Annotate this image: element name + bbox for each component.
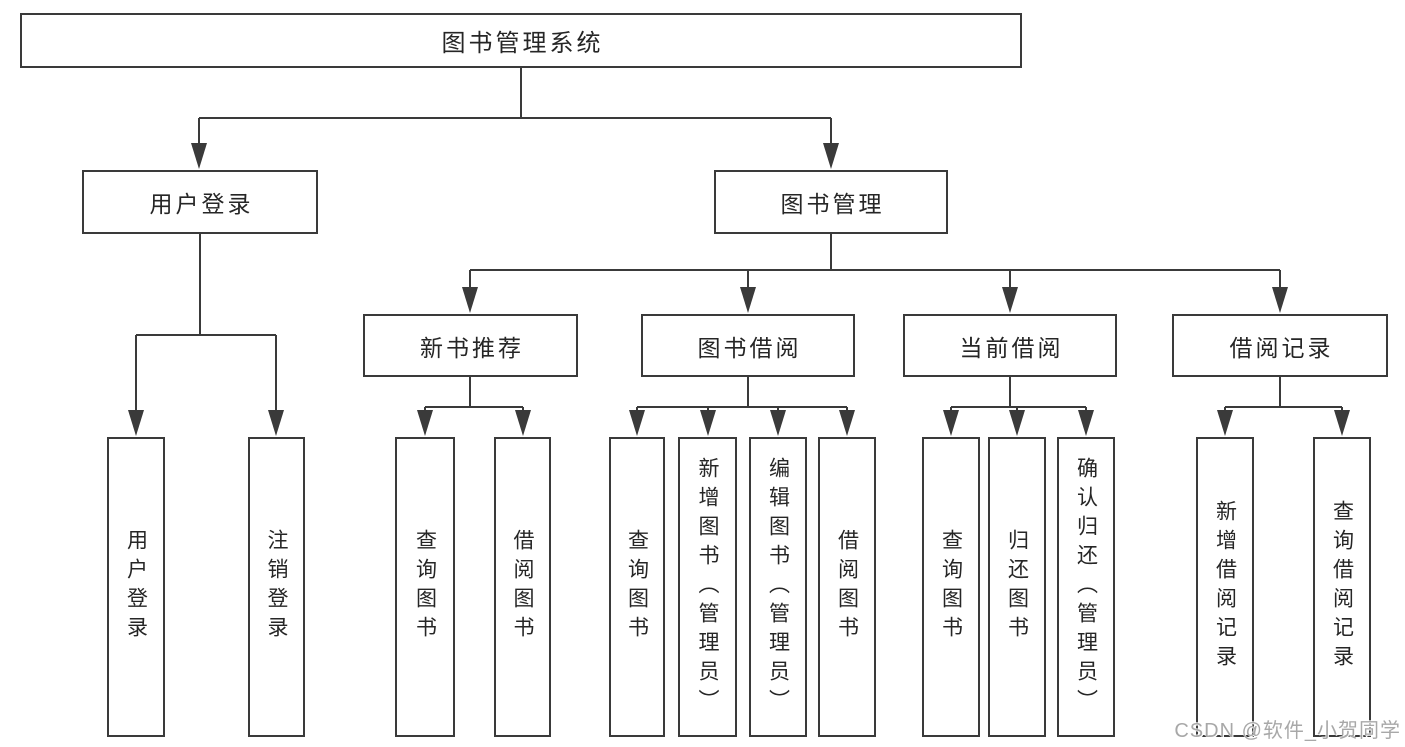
connector-book-borrow	[636, 377, 848, 414]
leaf-add-borrow-record: 新增借阅记录	[1196, 437, 1254, 737]
arrowhead	[268, 410, 284, 436]
leaf-label: 编辑图书（管理员）	[766, 456, 790, 718]
arrowhead	[839, 410, 855, 436]
arrowhead	[1078, 410, 1094, 436]
arrowhead	[462, 287, 478, 313]
leaf-label: 用户登录	[124, 529, 148, 645]
leaf-label: 新增借阅记录	[1213, 500, 1237, 674]
node-book-management: 图书管理	[714, 170, 948, 234]
arrowhead	[191, 143, 207, 169]
arrowhead	[1334, 410, 1350, 436]
csdn-watermark: CSDN @软件_小贺同学	[1174, 720, 1401, 742]
leaf-query-book-3: 查询图书	[922, 437, 980, 737]
leaf-label: 新增图书（管理员）	[696, 456, 719, 718]
arrowhead	[740, 287, 756, 313]
node-user-login: 用户登录	[82, 170, 318, 234]
node-new-book-recommend: 新书推荐	[363, 314, 578, 377]
arrowhead	[943, 410, 959, 436]
arrowhead	[770, 410, 786, 436]
leaf-borrow-book-1: 借阅图书	[494, 437, 551, 737]
node-borrow-record: 借阅记录	[1172, 314, 1388, 377]
leaf-label: 注销登录	[265, 529, 288, 645]
leaf-query-book-2: 查询图书	[609, 437, 665, 737]
leaf-label: 确认归还（管理员）	[1074, 456, 1098, 718]
leaf-logout: 注销登录	[248, 437, 305, 737]
leaf-label: 查询图书	[413, 529, 437, 645]
connector-borrow-record	[1224, 377, 1343, 414]
leaf-add-book-admin: 新增图书（管理员）	[678, 437, 737, 737]
arrowhead	[515, 410, 531, 436]
arrowhead	[1217, 410, 1233, 436]
leaf-confirm-return-admin: 确认归还（管理员）	[1057, 437, 1115, 737]
arrowhead	[700, 410, 716, 436]
connector-current-borrow	[950, 377, 1087, 414]
leaf-label: 借阅图书	[511, 529, 534, 645]
leaf-label: 查询图书	[625, 529, 649, 645]
leaf-label: 归还图书	[1005, 529, 1029, 645]
node-root-system: 图书管理系统	[20, 13, 1022, 68]
node-current-borrow: 当前借阅	[903, 314, 1117, 377]
leaf-query-book-1: 查询图书	[395, 437, 455, 737]
arrowhead	[1009, 410, 1025, 436]
arrowhead	[1002, 287, 1018, 313]
leaf-label: 借阅图书	[835, 529, 859, 645]
arrowhead	[629, 410, 645, 436]
arrowhead	[823, 143, 839, 169]
leaf-query-borrow-record: 查询借阅记录	[1313, 437, 1371, 737]
connector-user-login	[135, 234, 277, 414]
node-book-borrow: 图书借阅	[641, 314, 855, 377]
arrowhead	[1272, 287, 1288, 313]
leaf-label: 查询借阅记录	[1330, 500, 1354, 674]
leaf-borrow-book-2: 借阅图书	[818, 437, 876, 737]
leaf-edit-book-admin: 编辑图书（管理员）	[749, 437, 807, 737]
leaf-return-book: 归还图书	[988, 437, 1046, 737]
connector-book-management	[469, 234, 1281, 292]
leaf-label: 查询图书	[939, 529, 963, 645]
arrowhead	[417, 410, 433, 436]
leaf-user-login: 用户登录	[107, 437, 165, 737]
connector-new-book	[424, 377, 524, 414]
arrowhead	[128, 410, 144, 436]
connector-root	[198, 68, 832, 146]
